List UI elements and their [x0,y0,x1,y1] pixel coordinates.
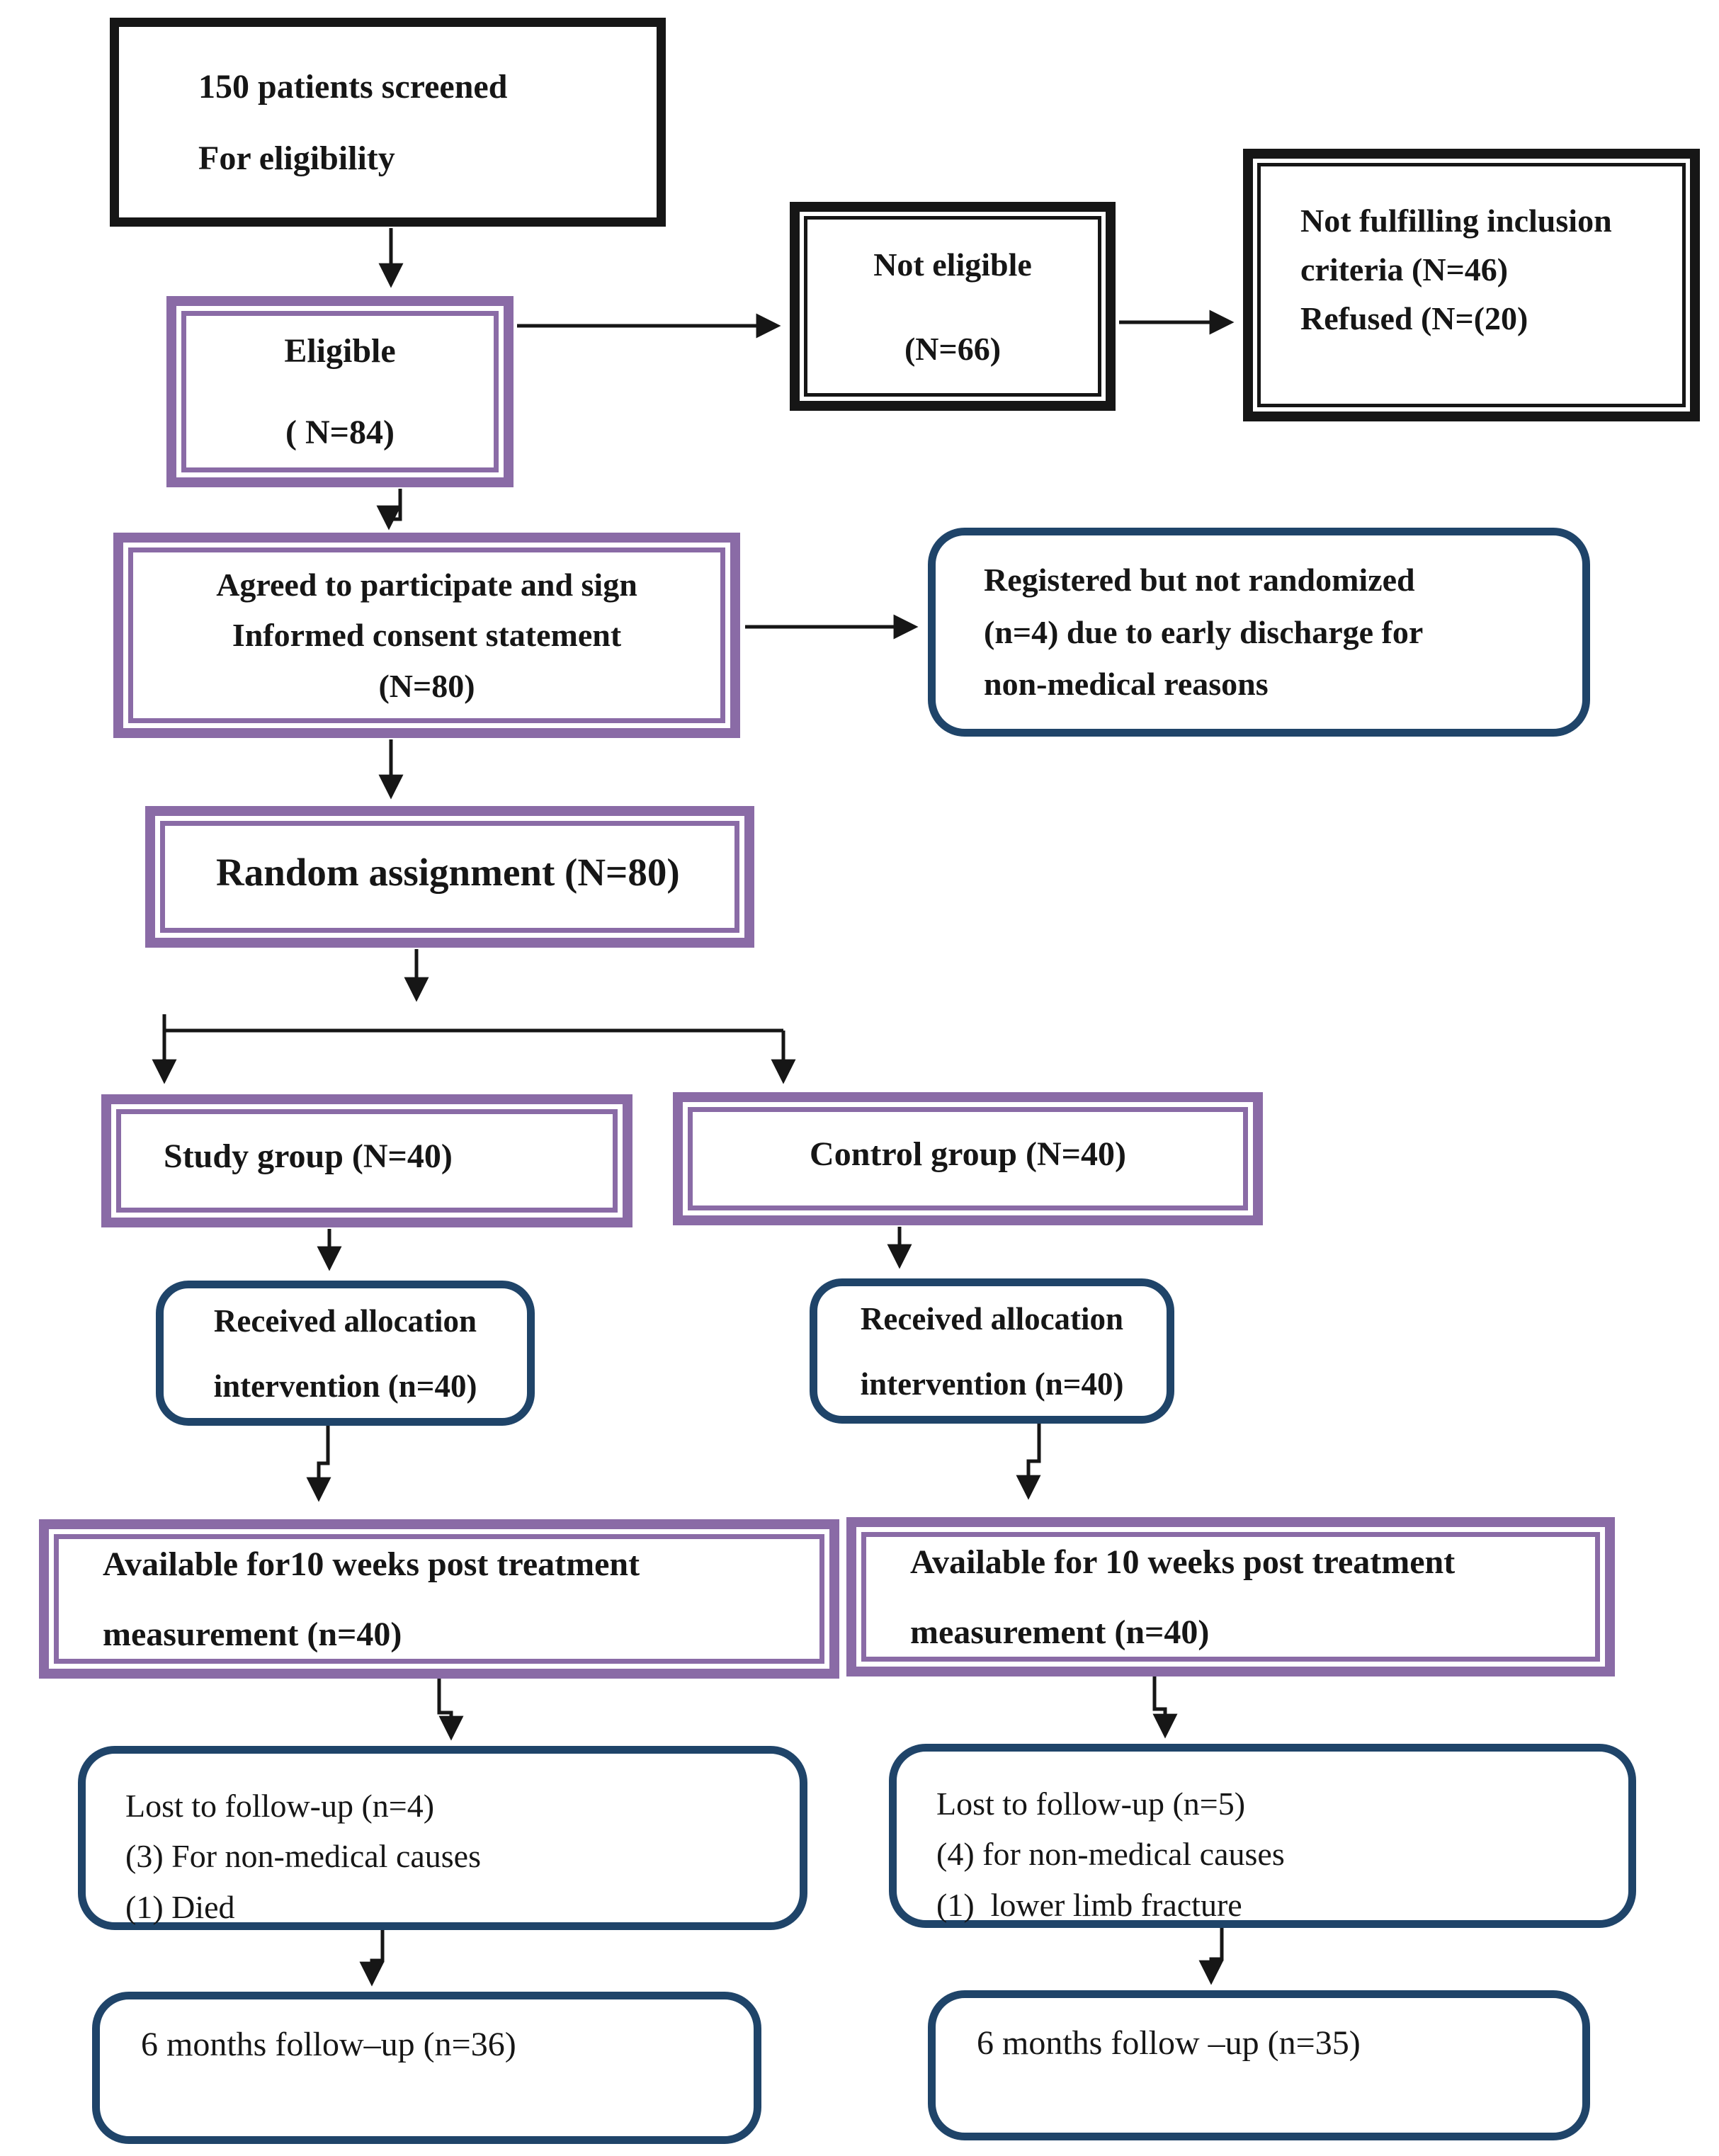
node-followup-study-line: 6 months follow–up (n=36) [141,2026,516,2063]
node-screened-line: For eligibility [198,139,395,177]
node-control-group: Control group (N=40) [688,1107,1248,1210]
node-not-fulfilling-line: criteria (N=46) [1300,251,1509,288]
connector-received-available-left [306,1426,331,1502]
node-followup-control-line: 6 months follow –up (n=35) [977,2024,1361,2062]
node-lost-control-line: (1) lower limb fracture [936,1886,1242,1923]
node-lost-study-line: Lost to follow-up (n=4) [125,1788,435,1824]
node-available-study-line: measurement (n=40) [103,1615,402,1653]
connector-received-available-right [1016,1424,1041,1500]
node-received-study-line: intervention (n=40) [213,1368,477,1404]
node-agreed-line: (N=80) [378,667,475,704]
node-followup-control: 6 months follow –up (n=35) [928,1990,1590,2140]
node-available-control-line: Available for 10 weeks post treatment [910,1543,1456,1581]
connector-eligible-agreed [376,489,402,531]
node-not-fulfilling-line: Refused (N=(20) [1300,300,1528,336]
connector-lost-followup-left [359,1930,385,1987]
node-not-eligible: Not eligible (N=66) [804,216,1101,397]
node-eligible: Eligible ( N=84) [181,311,499,472]
node-available-study: Available for10 weeks post treatment mea… [54,1534,824,1664]
node-not-fulfilling-line: Not fulfilling inclusion [1300,203,1612,239]
connector-branch-line [162,1014,783,1033]
node-study-group: Study group (N=40) [116,1109,618,1213]
node-received-study-line: Received allocation [213,1303,477,1339]
node-not-eligible-line: Not eligible [873,246,1032,283]
node-received-study: Received allocation intervention (n=40) [156,1281,535,1426]
node-received-control-line: intervention (n=40) [860,1366,1124,1402]
node-registered: Registered but not randomized (n=4) due … [928,528,1590,737]
node-lost-control-line: Lost to follow-up (n=5) [936,1786,1246,1822]
node-agreed-line: Agreed to participate and sign [216,567,637,603]
node-lost-study-line: (1) Died [125,1888,235,1925]
connector-available-lost-right [1152,1676,1178,1739]
node-lost-control: Lost to follow-up (n=5) (4) for non-medi… [889,1744,1636,1928]
node-available-control-line: measurement (n=40) [910,1613,1210,1651]
node-control-group-line: Control group (N=40) [810,1135,1126,1173]
node-agreed: Agreed to participate and sign Informed … [128,547,725,723]
node-random: Random assignment (N=80) [160,821,739,933]
node-not-fulfilling: Not fulfilling inclusion criteria (N=46)… [1257,163,1686,407]
connector-available-lost-left [437,1679,464,1741]
node-registered-line: Registered but not randomized [984,562,1415,598]
node-available-study-line: Available for10 weeks post treatment [103,1545,640,1583]
node-available-control: Available for 10 weeks post treatment me… [861,1532,1600,1662]
node-received-control-line: Received allocation [860,1300,1124,1337]
node-lost-control-line: (4) for non-medical causes [936,1836,1285,1873]
node-random-line: Random assignment (N=80) [216,851,680,894]
node-study-group-line: Study group (N=40) [164,1137,453,1175]
node-received-control: Received allocation intervention (n=40) [810,1278,1174,1424]
node-not-eligible-line: (N=66) [904,330,1002,367]
node-followup-study: 6 months follow–up (n=36) [92,1992,761,2144]
node-lost-study: Lost to follow-up (n=4) (3) For non-medi… [78,1746,807,1930]
node-agreed-line: Informed consent statement [232,617,622,654]
connector-lost-followup-right [1198,1928,1224,1985]
node-screened-line: 150 patients screened [198,67,508,106]
node-screened: 150 patients screened For eligibility [110,18,666,227]
node-eligible-line: ( N=84) [285,414,395,451]
node-eligible-line: Eligible [284,332,396,370]
node-lost-study-line: (3) For non-medical causes [125,1838,482,1875]
node-registered-line: non-medical reasons [984,666,1269,703]
node-registered-line: (n=4) due to early discharge for [984,613,1424,650]
